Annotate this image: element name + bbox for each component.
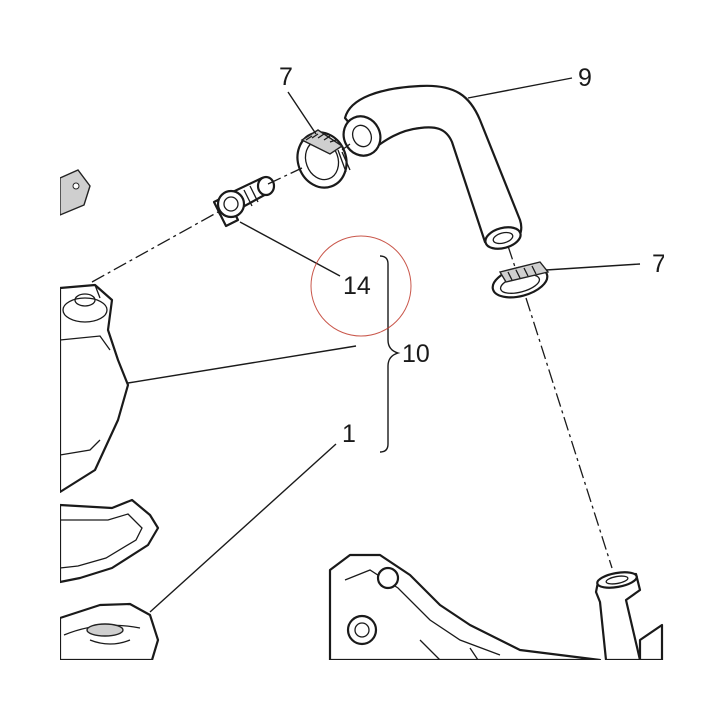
- gasket: [58, 498, 160, 584]
- hose-clamp-right: [491, 261, 550, 299]
- piston: [58, 602, 160, 662]
- hose-part-9: [342, 84, 523, 250]
- label-7-right: 7: [652, 250, 666, 278]
- label-7-top: 7: [279, 63, 293, 91]
- crankcase: [328, 553, 664, 662]
- fitting-part-14: [212, 175, 276, 228]
- label-1: 1: [342, 420, 356, 448]
- label-10: 10: [402, 340, 430, 368]
- alignment-lines: [91, 143, 613, 569]
- highlight-circle: [310, 235, 412, 337]
- hose-clamp-top: [296, 129, 351, 189]
- label-14: 14: [343, 272, 371, 300]
- cylinder-assembly: [58, 169, 130, 494]
- leader-lines: [127, 77, 641, 613]
- label-9: 9: [578, 64, 592, 92]
